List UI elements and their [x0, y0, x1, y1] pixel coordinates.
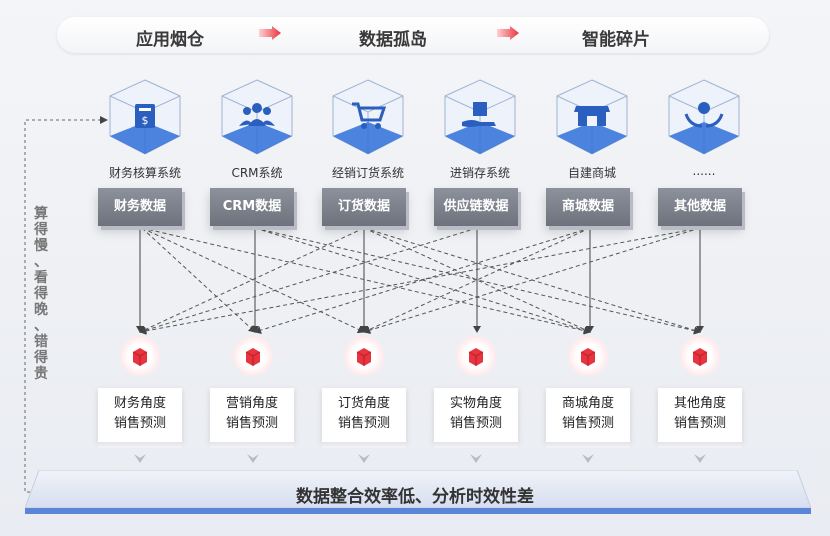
prediction-line2: 销售预测	[113, 416, 166, 431]
header-bar	[57, 17, 769, 53]
footer-text: 数据整合效率低、分析时效性差	[296, 487, 534, 507]
prediction-node	[120, 336, 160, 376]
red-block-icon	[356, 348, 372, 366]
system-crm: CRM系统	[202, 78, 312, 181]
finance-doc-icon: $	[109, 79, 181, 155]
cart-icon	[332, 79, 404, 155]
chevron-down-icon	[247, 454, 259, 463]
chevron-down-icon	[694, 454, 706, 463]
prediction-card: 订货角度 销售预测	[322, 388, 406, 448]
prediction-line1: 实物角度	[449, 396, 502, 411]
prediction-line2: 销售预测	[225, 416, 278, 431]
dashed-link	[141, 227, 591, 335]
bottom-platform	[25, 470, 811, 514]
dashed-link	[141, 227, 256, 333]
hand-box-icon	[444, 79, 516, 155]
data-chip: 订货数据	[322, 188, 406, 226]
chevron-down-icon	[358, 454, 370, 463]
red-block-icon	[132, 348, 148, 366]
red-block-icon	[580, 348, 596, 366]
prediction-line1: 营销角度	[225, 396, 278, 411]
users-icon	[221, 79, 293, 155]
arrow-right-icon	[259, 26, 281, 40]
dashed-link	[139, 227, 365, 334]
chevron-down-icon	[134, 454, 146, 463]
data-chip: CRM数据	[210, 188, 294, 226]
prediction-card: 实物角度 销售预测	[434, 388, 518, 448]
prediction-line2: 销售预测	[449, 416, 502, 431]
stage-label: 应用烟仓	[136, 30, 204, 50]
dashed-link	[254, 227, 701, 335]
prediction-line1: 商城角度	[561, 396, 614, 411]
system-label: 财务核算系统	[108, 166, 181, 180]
data-chip: 财务数据	[98, 188, 182, 226]
stage-label: 智能碎片	[582, 30, 650, 50]
side-note: 算得慢 、看得晚 、错得贵	[32, 206, 50, 382]
prediction-card: 财务角度 销售预测	[98, 388, 182, 448]
prediction-node	[456, 336, 496, 376]
prediction-node	[680, 336, 720, 376]
arrow-right-icon	[497, 26, 519, 40]
system-other: ......	[649, 78, 759, 178]
system-label: 经销订货系统	[331, 166, 404, 180]
prediction-line2: 销售预测	[337, 416, 390, 431]
prediction-node	[344, 336, 384, 376]
system-label: 进销存系统	[449, 166, 510, 180]
prediction-node	[568, 336, 608, 376]
svg-text:$: $	[142, 114, 149, 127]
system-mall: 自建商城	[537, 78, 647, 181]
data-chip: 供应链数据	[434, 188, 518, 226]
side-note-line: 、看得晚	[34, 254, 48, 318]
prediction-card: 其他角度 销售预测	[658, 388, 742, 448]
system-label: 自建商城	[567, 166, 616, 180]
system-inventory: 进销存系统	[425, 78, 535, 181]
dashed-link	[363, 227, 701, 335]
side-note-line: 、错得贵	[34, 318, 48, 382]
system-label: ......	[692, 164, 716, 178]
prediction-card: 营销角度 销售预测	[210, 388, 294, 448]
dashed-link	[139, 227, 701, 335]
chevron-down-icon	[582, 454, 594, 463]
hands-coin-icon	[668, 79, 740, 155]
prediction-line2: 销售预测	[673, 416, 726, 431]
red-block-icon	[692, 348, 708, 366]
side-note-line: 算得慢	[34, 206, 48, 254]
prediction-line2: 销售预测	[561, 416, 614, 431]
chevron-down-icon	[470, 454, 482, 463]
red-block-icon	[245, 348, 261, 366]
system-label: CRM系统	[231, 166, 283, 180]
system-finance: $ 财务核算系统	[90, 78, 200, 181]
system-ordering: 经销订货系统	[313, 78, 423, 181]
dashed-link	[139, 227, 478, 335]
prediction-line1: 其他角度	[673, 396, 726, 411]
data-chip: 其他数据	[658, 188, 742, 226]
prediction-node	[233, 336, 273, 376]
shop-icon	[556, 79, 628, 155]
prediction-card: 商城角度 销售预测	[546, 388, 630, 448]
prediction-line1: 财务角度	[113, 396, 166, 411]
stage-label: 数据孤岛	[359, 30, 427, 50]
data-chip: 商城数据	[546, 188, 630, 226]
prediction-line1: 订货角度	[337, 396, 390, 411]
red-block-icon	[468, 348, 484, 366]
